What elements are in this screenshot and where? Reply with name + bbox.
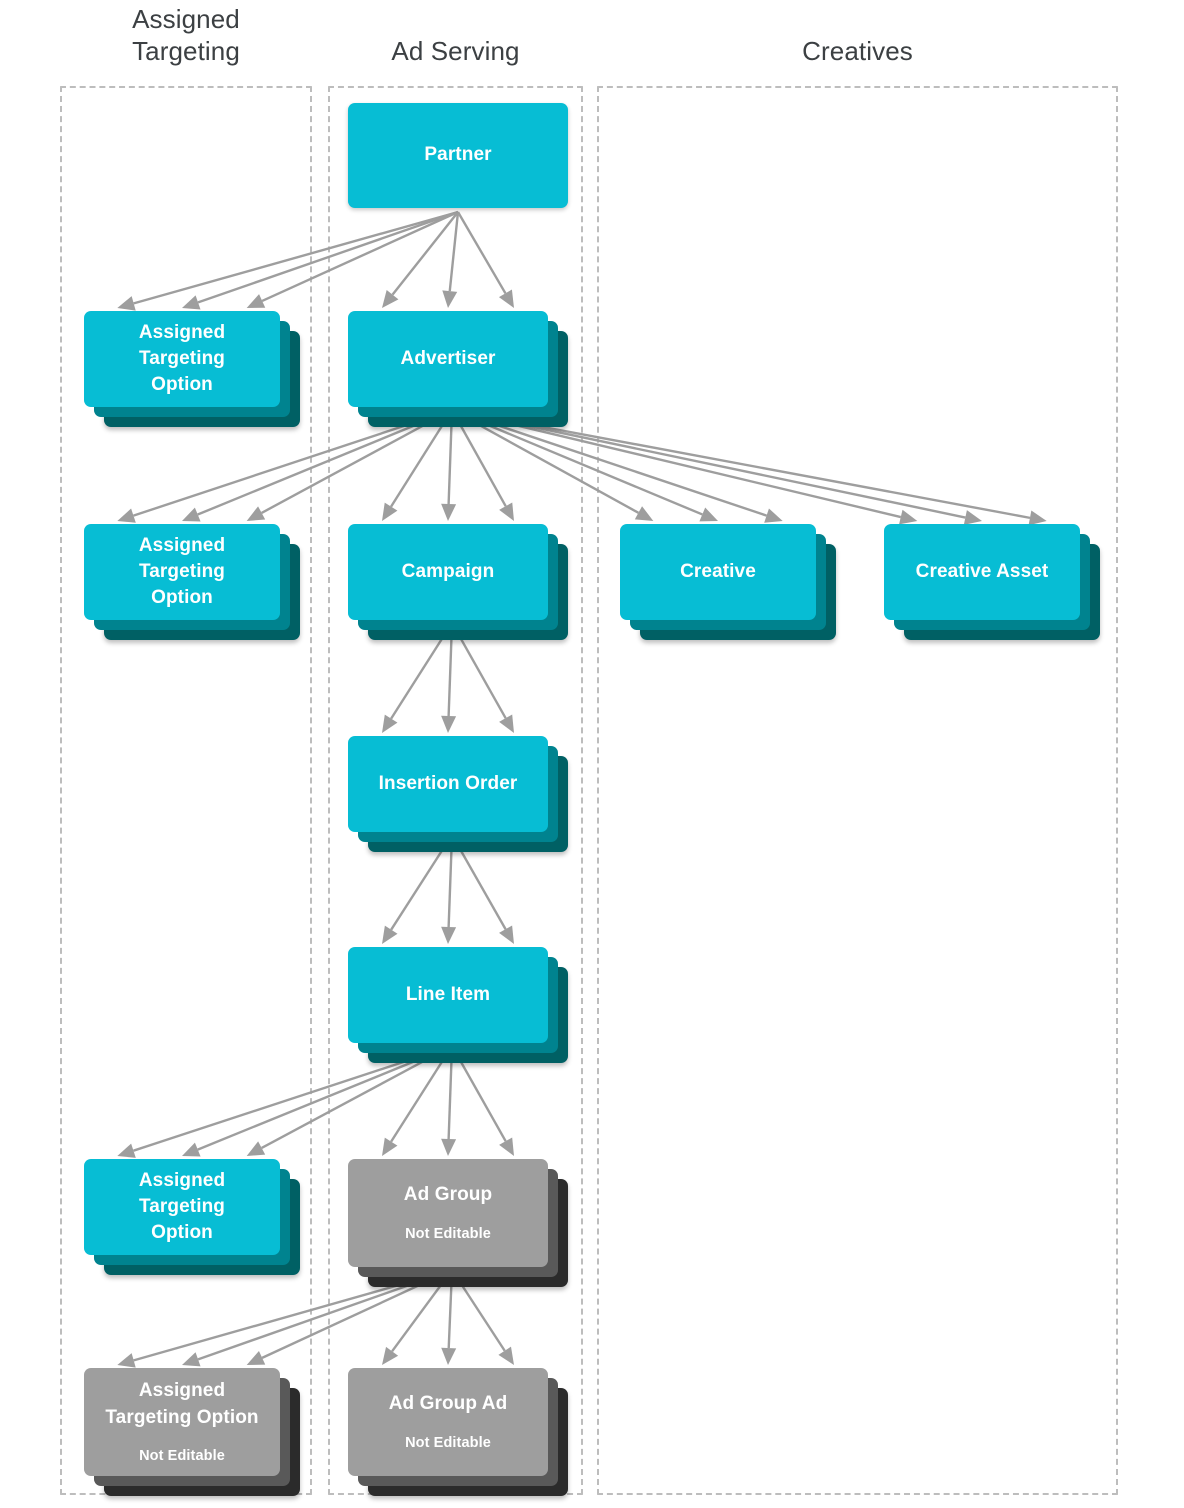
column-header-line-1: Creatives bbox=[802, 36, 913, 66]
node-card[interactable]: Ad Group Ad Not Editable bbox=[348, 1368, 548, 1476]
node-advertiser[interactable]: Advertiser bbox=[348, 311, 572, 431]
column-header-line-1: Assigned bbox=[132, 4, 240, 34]
node-title: Partner bbox=[424, 144, 492, 166]
node-campaign[interactable]: Campaign bbox=[348, 524, 572, 644]
node-ad-group-ad[interactable]: Ad Group Ad Not Editable bbox=[348, 1368, 572, 1500]
node-card[interactable]: Insertion Order bbox=[348, 736, 548, 832]
node-card[interactable]: Advertiser bbox=[348, 311, 548, 407]
column-box-assigned-targeting bbox=[60, 86, 312, 1495]
node-title: Ad Group bbox=[403, 1184, 493, 1206]
column-header-line-1: Ad Serving bbox=[391, 36, 520, 66]
node-insertion-order[interactable]: Insertion Order bbox=[348, 736, 572, 856]
node-title: Creative bbox=[680, 560, 756, 582]
node-card[interactable]: Creative bbox=[620, 524, 816, 620]
node-title: Line Item bbox=[405, 983, 491, 1005]
node-card[interactable]: Partner bbox=[348, 103, 568, 208]
node-subtitle: Not Editable bbox=[139, 1447, 225, 1464]
node-line-item[interactable]: Line Item bbox=[348, 947, 572, 1067]
node-card[interactable]: Line Item bbox=[348, 947, 548, 1043]
node-subtitle: Not Editable bbox=[405, 1434, 491, 1451]
node-title: Insertion Order bbox=[378, 772, 518, 794]
column-header-assigned-targeting: Assigned Targeting bbox=[60, 4, 312, 67]
node-subtitle: Not Editable bbox=[405, 1225, 491, 1242]
node-title: Creative Asset bbox=[915, 560, 1049, 582]
column-box-creatives bbox=[597, 86, 1118, 1495]
node-title: Advertiser bbox=[400, 347, 496, 369]
node-title: Campaign bbox=[401, 560, 495, 582]
node-title: Ad Group Ad bbox=[388, 1393, 508, 1415]
column-header-ad-serving: Ad Serving bbox=[328, 36, 583, 68]
node-partner[interactable]: Partner bbox=[348, 103, 592, 232]
node-creative[interactable]: Creative bbox=[620, 524, 840, 644]
node-card[interactable]: Creative Asset bbox=[884, 524, 1080, 620]
node-creative-asset[interactable]: Creative Asset bbox=[884, 524, 1104, 644]
column-header-line-2: Targeting bbox=[132, 35, 240, 66]
node-card[interactable]: Campaign bbox=[348, 524, 548, 620]
column-header-creatives: Creatives bbox=[597, 36, 1118, 68]
